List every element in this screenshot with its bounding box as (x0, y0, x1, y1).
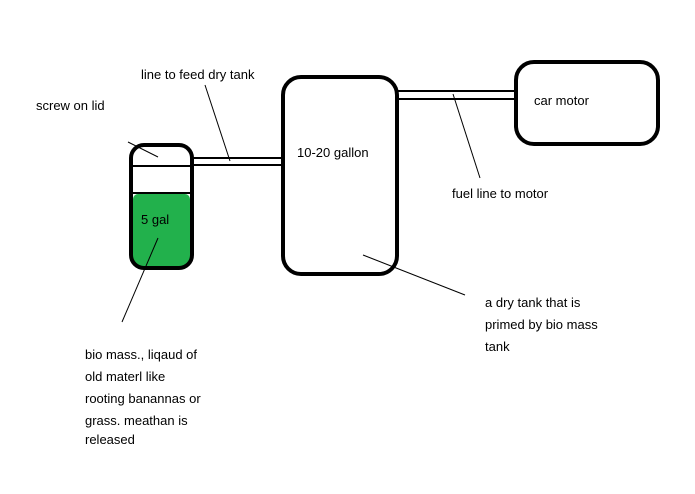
label-car-motor: car motor (534, 93, 590, 108)
label-dry-tank-line: a dry tank that is (485, 295, 581, 310)
label-dry-tank-line: tank (485, 339, 510, 354)
fuel-line (397, 90, 517, 100)
label-bio-mass: bio mass., liqaud of old materl like roo… (85, 347, 201, 447)
pointer-dry-tank (362, 254, 466, 296)
pointer-fuel-line (452, 93, 481, 179)
label-gallon-tank: 10-20 gallon (297, 145, 369, 160)
label-dry-tank: a dry tank that is primed by bio mass ta… (485, 295, 598, 354)
bio-mass-tank-body (129, 143, 194, 270)
dry-tank (281, 75, 399, 276)
label-screw-on-lid: screw on lid (36, 98, 105, 113)
label-five-gal: 5 gal (141, 212, 169, 227)
label-dry-tank-line: primed by bio mass (485, 317, 598, 332)
label-bio-mass-line: rooting banannas or (85, 391, 201, 406)
bio-mass-liquid (133, 194, 190, 266)
feed-line (192, 157, 285, 166)
label-bio-mass-line: bio mass., liqaud of (85, 347, 197, 362)
label-fuel-line: fuel line to motor (452, 186, 549, 201)
pointer-bio-mass (121, 237, 159, 323)
label-line-to-feed: line to feed dry tank (141, 67, 255, 82)
car-motor-box (514, 60, 660, 146)
pointer-screw-lid (127, 141, 159, 158)
bio-mass-tank (129, 143, 194, 270)
pointer-line-to-feed (204, 84, 231, 162)
label-bio-mass-line: released (85, 432, 135, 447)
label-bio-mass-line: old materl like (85, 369, 165, 384)
label-bio-mass-line: grass. meathan is (85, 413, 188, 428)
